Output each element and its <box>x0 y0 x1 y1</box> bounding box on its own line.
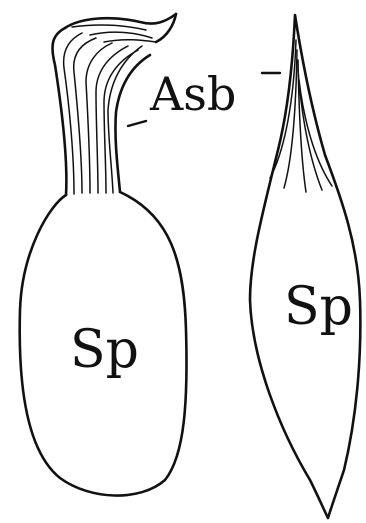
label-sp-left: Sp <box>70 320 139 380</box>
right-apex-fibers <box>270 40 332 192</box>
right-spore-figure <box>250 15 360 518</box>
label-asb: Asb <box>149 67 236 121</box>
asb-leader-line-left <box>128 121 146 126</box>
right-spore-outline <box>250 15 360 518</box>
label-sp-right: Sp <box>284 277 353 337</box>
